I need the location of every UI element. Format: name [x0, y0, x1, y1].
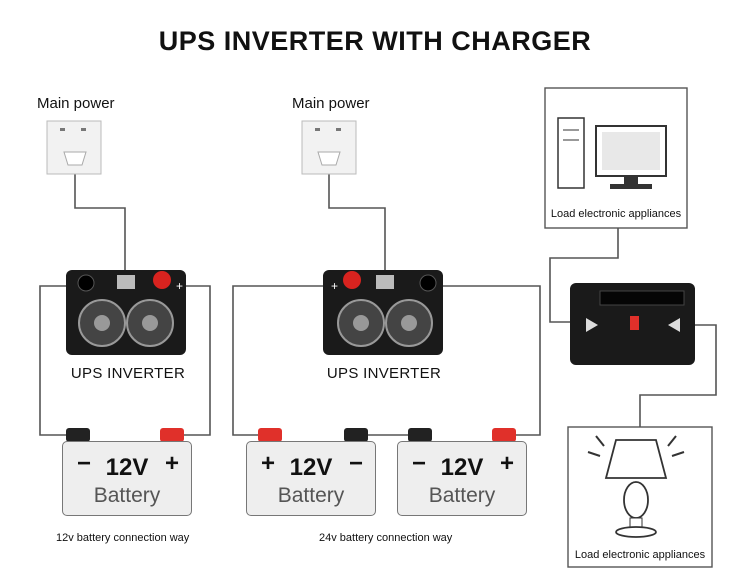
clamp-icon-right1-negative	[344, 428, 368, 442]
battery-negative-sign: −	[412, 450, 427, 477]
clamp-icon-right1-positive	[258, 428, 282, 442]
lamp-icon	[587, 435, 685, 538]
battery-positive-sign: +	[499, 450, 514, 477]
svg-text:+: +	[331, 279, 338, 293]
left-positive-wire	[182, 285, 211, 436]
right-mains-cable	[328, 170, 386, 278]
battery-negative-sign: −	[77, 450, 92, 477]
ups-inverter-right: +	[323, 270, 443, 355]
battery-voltage: 12V	[440, 454, 484, 481]
page-title: UPS INVERTER WITH CHARGER	[158, 26, 592, 56]
clamp-icon-right2-negative	[408, 428, 432, 442]
computer-icon	[557, 117, 667, 189]
left-negative-wire	[39, 285, 70, 436]
caption-24v: 24v battery connection way	[319, 532, 453, 544]
battery-voltage: 12V	[105, 454, 149, 481]
battery-voltage: 12V	[289, 454, 333, 481]
output-wire-lamp	[639, 324, 717, 427]
inverter-label-left: UPS INVERTER	[70, 365, 186, 382]
battery-label: Battery	[428, 484, 496, 507]
clamp-icon-left-negative	[66, 428, 90, 442]
svg-text:+: +	[176, 279, 183, 293]
battery-positive-sign: +	[164, 450, 179, 477]
battery-label: Battery	[277, 484, 345, 507]
battery-24v-second: − 12V + Battery	[397, 441, 527, 516]
clamp-icon-left-positive	[160, 428, 184, 442]
load-label-top: Load electronic appliances	[550, 208, 682, 220]
battery-24v-first: + 12V − Battery	[246, 441, 376, 516]
main-power-label-left: Main power	[37, 95, 115, 112]
outlet-icon-left	[46, 120, 102, 175]
outlet-icon-right	[301, 120, 357, 175]
battery-positive-sign: +	[261, 450, 276, 477]
right-negative-wire	[440, 285, 541, 436]
clamp-icon-right2-positive	[492, 428, 516, 442]
battery-negative-sign: −	[348, 450, 363, 477]
left-mains-cable	[74, 170, 126, 278]
ups-charger-unit	[570, 283, 695, 365]
output-wire-computer	[549, 196, 619, 323]
battery-12v-single: − 12V + Battery	[62, 441, 192, 516]
caption-12v: 12v battery connection way	[56, 532, 190, 544]
battery-label: Battery	[93, 484, 161, 507]
main-power-label-right: Main power	[292, 95, 370, 112]
inverter-label-right: UPS INVERTER	[326, 365, 442, 382]
right-positive-wire	[232, 285, 326, 436]
ups-inverter-left: +	[66, 270, 186, 355]
load-label-bottom: Load electronic appliances	[574, 549, 706, 561]
